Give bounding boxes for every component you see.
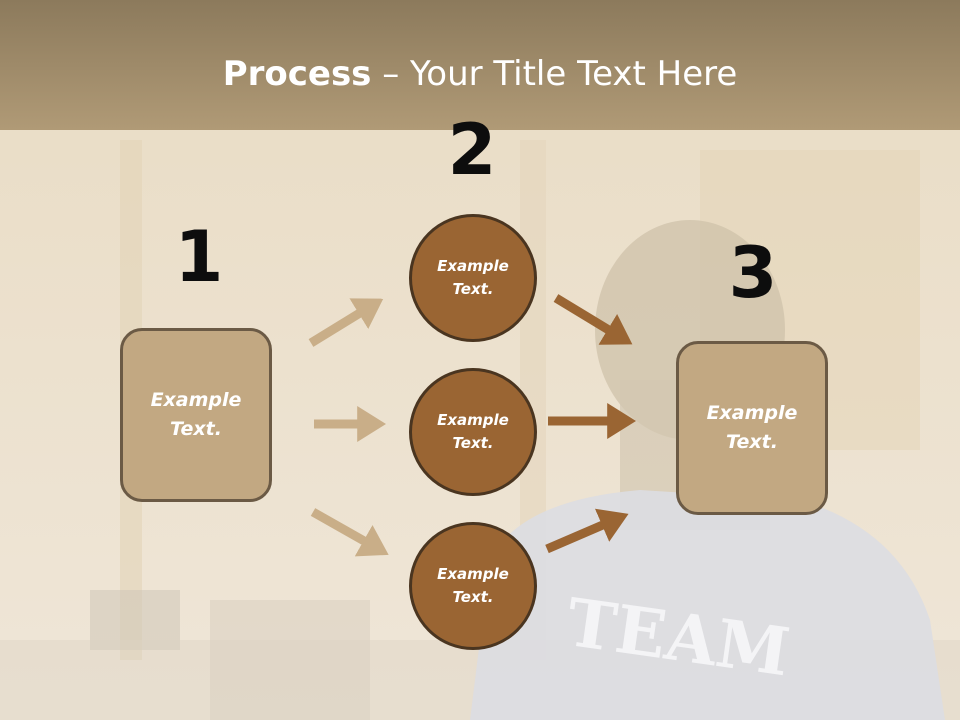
title-bold: Process [222,54,372,94]
arrow-top-to-right [553,294,633,345]
left-box-label: Example Text. [150,389,242,440]
title-rest: – Your Title Text Here [371,54,738,94]
step-number-3: 3 [728,232,778,314]
slide-title: Process – Your Title Text Here [0,52,960,96]
circle-top-label: Example Text. [437,257,509,298]
right-box: Example Text. [676,341,828,515]
step-number-1: 1 [174,216,224,298]
right-box-label: Example Text. [706,402,798,453]
circle-middle: Example Text. [409,368,537,496]
left-box: Example Text. [120,328,272,502]
circle-bottom-label: Example Text. [437,565,509,606]
circle-middle-label: Example Text. [437,411,509,452]
arrow-left-to-bottom [310,508,389,557]
circle-bottom: Example Text. [409,522,537,650]
arrow-bottom-to-right [545,508,629,554]
step-number-2: 2 [447,109,497,191]
arrow-left-to-top [308,298,384,347]
circle-top: Example Text. [409,214,537,342]
